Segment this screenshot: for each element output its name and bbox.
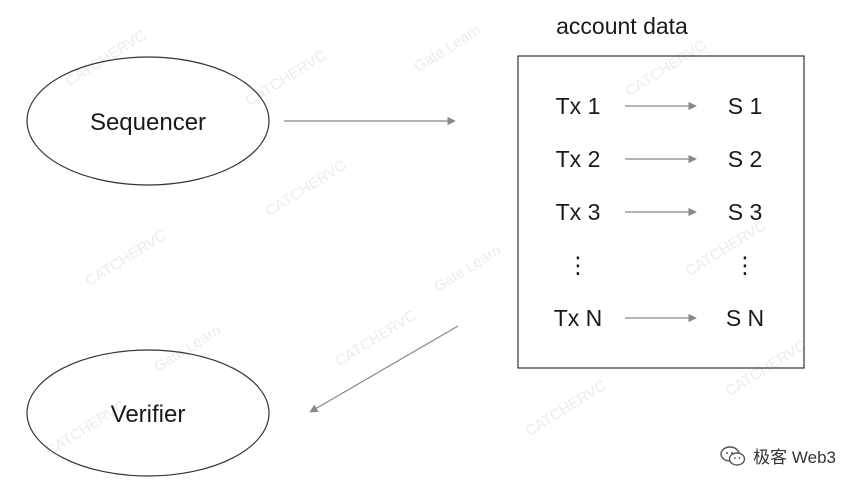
row-tx-label: Tx 3 xyxy=(556,199,601,225)
row-state-label: S 2 xyxy=(728,146,763,172)
account-data-rows: Tx 1 S 1 Tx 2 S 2 Tx 3 S 3 ⋮ ⋮ Tx N S N xyxy=(554,93,764,331)
verifier-label: Verifier xyxy=(111,401,186,428)
row-tx-label: Tx N xyxy=(554,305,603,331)
sequencer-node-shape xyxy=(26,56,270,186)
account-data-title: account data xyxy=(556,13,688,39)
wechat-icon xyxy=(720,445,746,466)
account-to-verifier-arrow xyxy=(309,325,459,413)
row-state-label: S N xyxy=(726,305,764,331)
account-data-box xyxy=(517,55,805,369)
source-credit: 极客 Web3 xyxy=(719,443,836,468)
row-state-label: ⋮ xyxy=(734,252,757,278)
verifier-node-shape xyxy=(26,349,270,477)
sequencer-label: Sequencer xyxy=(90,109,206,136)
row-tx-label: ⋮ xyxy=(567,252,590,278)
row-tx-label: Tx 1 xyxy=(556,93,601,119)
credit-label: 极客 Web3 xyxy=(753,448,836,467)
row-tx-label: Tx 2 xyxy=(556,146,601,172)
row-state-label: S 3 xyxy=(728,199,763,225)
row-state-label: S 1 xyxy=(728,93,763,119)
